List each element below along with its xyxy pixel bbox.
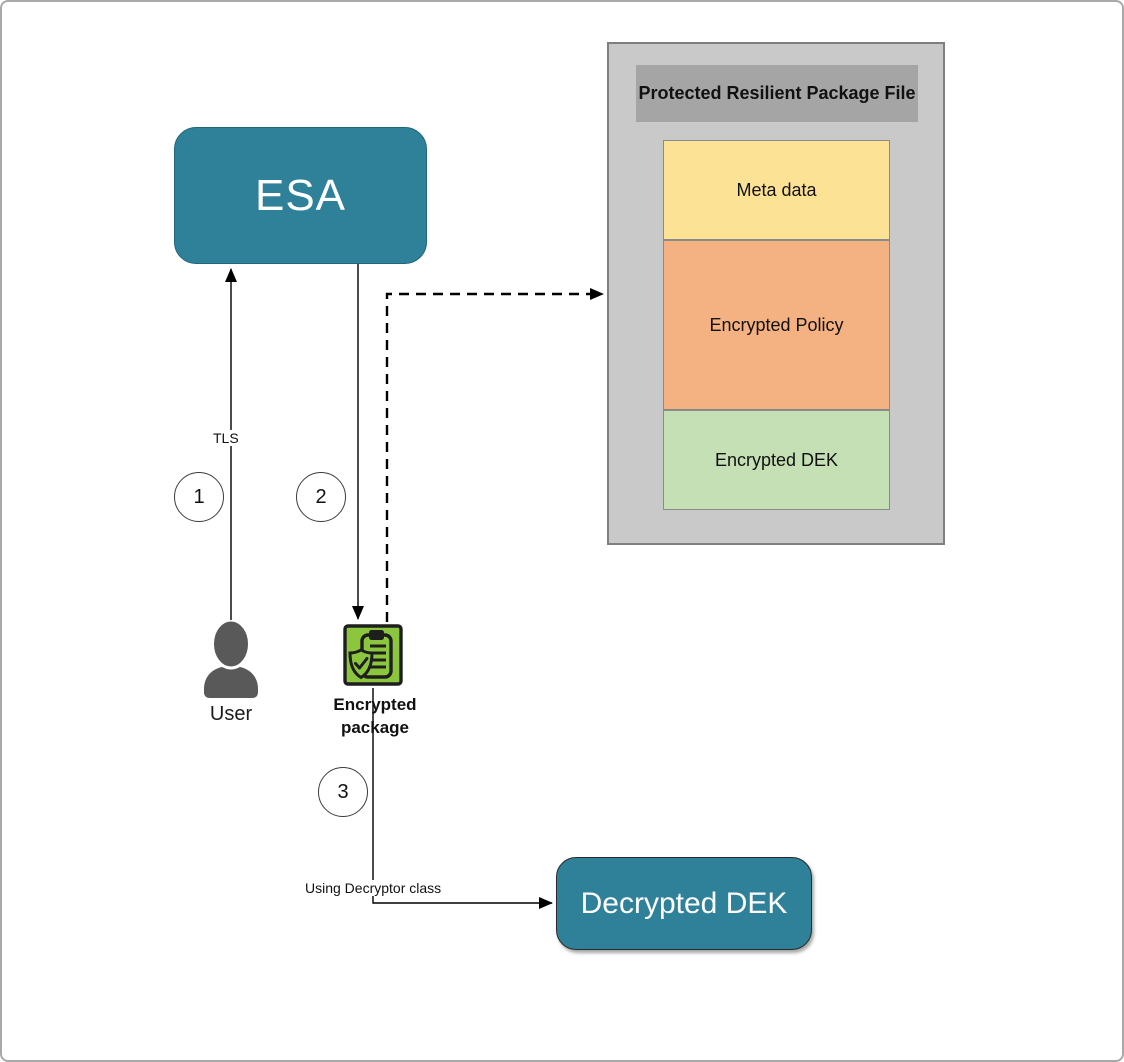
section-meta-data: Meta data — [663, 140, 890, 240]
decrypted-dek-label: Decrypted DEK — [580, 886, 788, 920]
step-1-number: 1 — [193, 485, 205, 508]
tls-label: TLS — [210, 430, 242, 446]
esa-node: ESA — [174, 127, 427, 264]
step-3-number: 3 — [337, 780, 349, 803]
encrypted-package-label: Encrypted package — [333, 695, 417, 737]
step-circle-2: 2 — [296, 472, 346, 522]
section-encrypted-dek-label: Encrypted DEK — [714, 449, 839, 470]
step-circle-1: 1 — [174, 472, 224, 522]
using-decryptor-class-label: Using Decryptor class — [302, 880, 445, 896]
step-circle-3: 3 — [318, 767, 368, 817]
decrypted-dek-node: Decrypted DEK — [556, 857, 812, 950]
edge-package-to-file-dashed — [385, 288, 604, 622]
section-encrypted-policy: Encrypted Policy — [663, 240, 890, 410]
user-person-icon — [204, 620, 258, 698]
user-label: User — [209, 703, 253, 725]
edge-package-to-dek — [372, 688, 553, 909]
esa-label: ESA — [254, 170, 347, 220]
section-meta-data-label: Meta data — [736, 179, 817, 200]
package-file-title-text: Protected Resilient Package File — [638, 82, 916, 103]
section-encrypted-dek: Encrypted DEK — [663, 410, 890, 510]
encrypted-package-icon — [343, 624, 403, 686]
section-encrypted-policy-label: Encrypted Policy — [709, 314, 844, 335]
package-file-title: Protected Resilient Package File — [636, 65, 918, 122]
step-2-number: 2 — [315, 485, 327, 508]
